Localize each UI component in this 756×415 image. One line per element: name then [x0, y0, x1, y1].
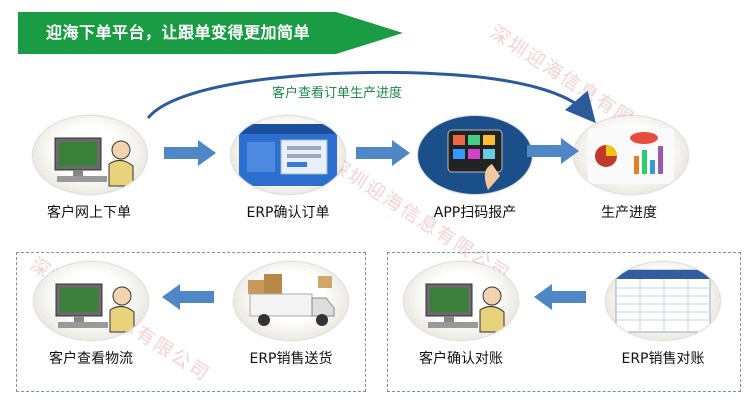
step-app-scan	[418, 116, 532, 194]
step-customer-logistics	[34, 262, 148, 340]
step-erp-confirm	[231, 116, 345, 194]
delivery-panel	[16, 252, 366, 392]
customer-computer-icon	[54, 137, 134, 187]
step-production-progress	[574, 116, 688, 194]
delivery-truck-icon	[248, 274, 335, 326]
customer-computer-icon	[425, 283, 505, 333]
reconcile-panel	[387, 252, 741, 392]
flow-arrow-right	[527, 138, 579, 164]
step-label: ERP销售对账	[621, 351, 705, 367]
erp-login-screen-icon	[239, 124, 337, 186]
step-label: 生产进度	[601, 205, 657, 221]
progress-caption: 客户查看订单生产进度	[272, 86, 403, 101]
step-erp-reconcile	[606, 262, 720, 340]
title-banner: 迎海下单平台，让跟单变得更加简单	[18, 12, 403, 54]
flow-arrow-left	[162, 284, 214, 310]
progress-charts-icon	[588, 128, 674, 184]
customer-computer-icon	[55, 283, 135, 333]
step-erp-delivery	[234, 262, 348, 340]
step-customer-order	[33, 116, 147, 194]
step-label: ERP销售送货	[249, 351, 333, 367]
banner-title: 迎海下单平台，让跟单变得更加简单	[46, 23, 311, 42]
step-customer-reconcile	[404, 262, 518, 340]
flow-arrow-right	[164, 140, 216, 166]
step-label: 客户确认对账	[419, 351, 503, 367]
step-label: ERP确认订单	[246, 205, 330, 221]
step-label: 客户网上下单	[47, 205, 131, 221]
step-label: 客户查看物流	[49, 351, 133, 367]
progress-arc-arrow	[146, 70, 596, 124]
flow-arrow-left	[534, 284, 586, 310]
banner-arrow-shape	[18, 12, 403, 54]
step-label: APP扫码报产	[433, 205, 517, 221]
tablet-scan-icon	[418, 116, 532, 194]
reconcile-sheet-icon	[615, 269, 711, 333]
flow-arrow-right	[356, 140, 410, 166]
